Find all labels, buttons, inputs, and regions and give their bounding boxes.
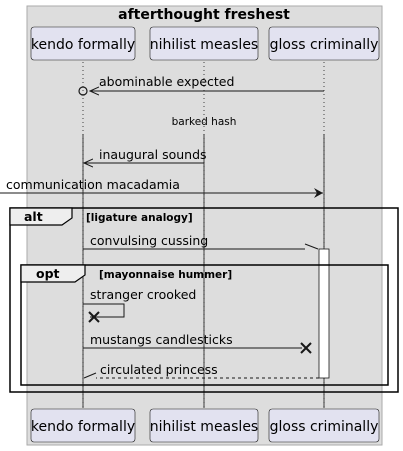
participant-gloss-bottom[interactable]: gloss criminally: [268, 408, 380, 443]
lost-circle-icon: [78, 86, 88, 96]
participant-label: nihilist measles: [150, 419, 258, 435]
message-circulated-princess: circulated princess: [83, 362, 319, 379]
fragment-keyword: opt: [36, 266, 60, 281]
message-label: stranger crooked: [90, 287, 196, 302]
participant-group-box: [26, 5, 383, 446]
message-label: communication macadamia: [6, 177, 180, 192]
message-inaugural-sounds: inaugural sounds: [84, 147, 207, 163]
message-communication-macadamia: communication macadamia: [0, 177, 323, 198]
fragment-condition: [ligature analogy]: [86, 212, 193, 224]
message-label: abominable expected: [99, 74, 234, 89]
destroy-icon: [300, 342, 312, 354]
fragment-opt: opt [mayonnaise hummer]: [20, 264, 389, 386]
message-label: inaugural sounds: [99, 147, 207, 162]
activation-bar: [318, 248, 330, 379]
participant-kendo-top[interactable]: kendo formally: [30, 26, 136, 61]
message-label: convulsing cussing: [90, 233, 208, 248]
participant-label: gloss criminally: [270, 37, 379, 53]
participant-label: kendo formally: [31, 419, 135, 435]
fragment-keyword: alt: [24, 209, 43, 224]
participant-label: kendo formally: [31, 37, 135, 53]
participant-nihilist-top[interactable]: nihilist measles: [149, 26, 259, 61]
group-title: afterthought freshest: [118, 7, 290, 23]
participant-kendo-bottom[interactable]: kendo formally: [30, 408, 136, 443]
participant-label: gloss criminally: [270, 419, 379, 435]
message-label: mustangs candlesticks: [90, 332, 233, 347]
participant-gloss-top[interactable]: gloss criminally: [268, 26, 380, 61]
message-label: circulated princess: [100, 362, 218, 377]
message-stranger-crooked: stranger crooked: [83, 287, 196, 323]
message-convulsing-cussing: convulsing cussing: [83, 233, 319, 250]
divider-note: barked hash: [172, 116, 237, 128]
participant-label: nihilist measles: [150, 37, 258, 53]
participant-nihilist-bottom[interactable]: nihilist measles: [149, 408, 259, 443]
destroy-icon: [88, 311, 100, 323]
message-mustangs-candlesticks: mustangs candlesticks: [83, 332, 312, 354]
fragment-alt: alt [ligature analogy]: [9, 207, 399, 393]
fragment-condition: [mayonnaise hummer]: [99, 269, 232, 281]
message-abominable-expected: abominable expected: [78, 74, 324, 96]
